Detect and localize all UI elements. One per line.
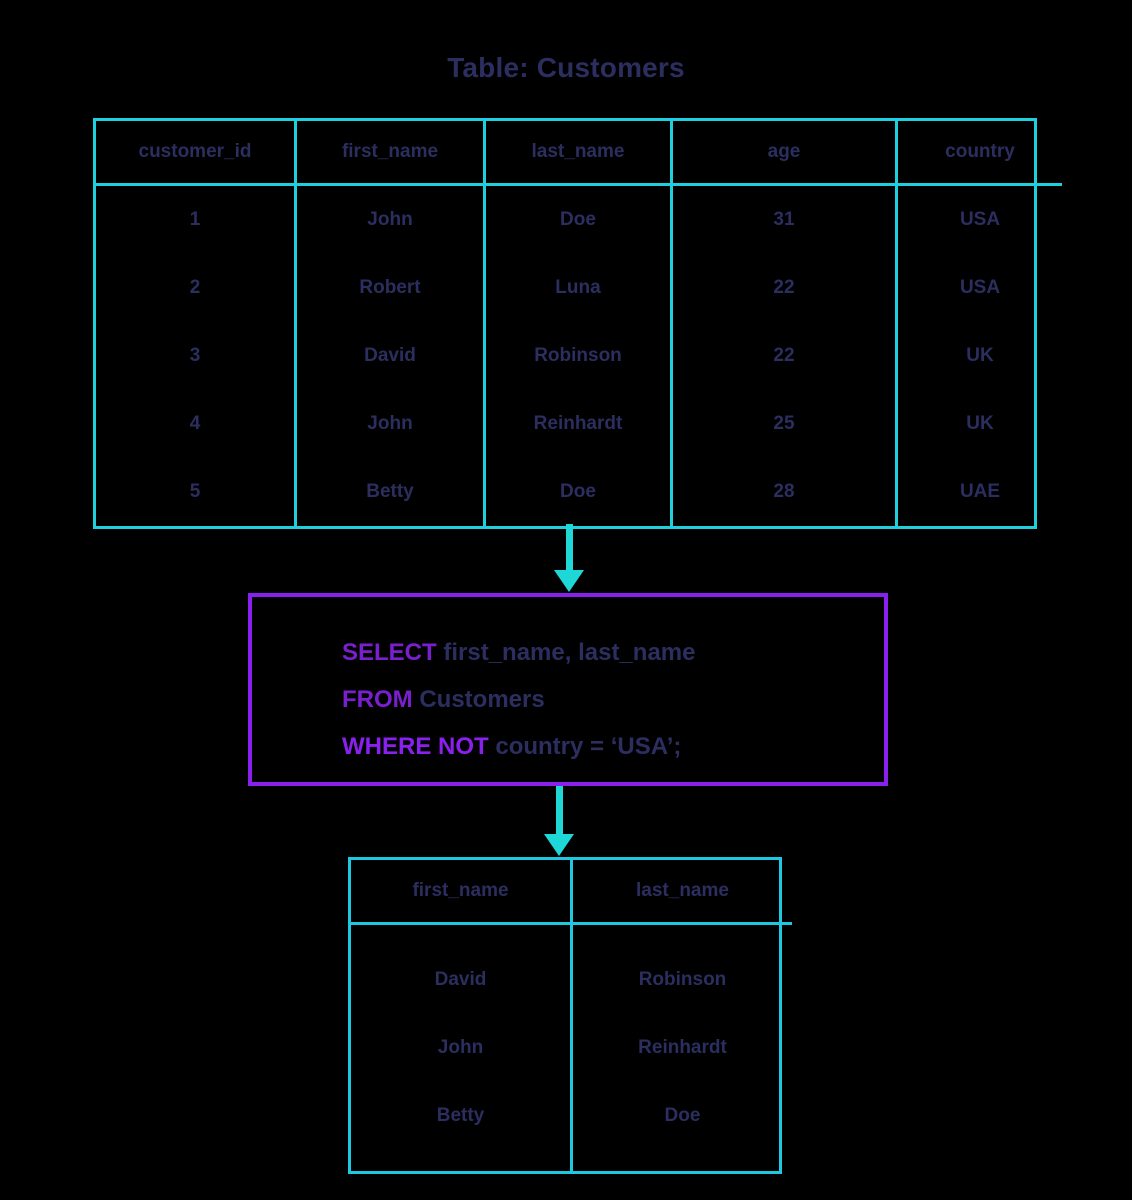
cell-last-name: Robinson	[483, 322, 673, 390]
cell-last-name: Doe	[483, 458, 673, 526]
result-cell-first-name: Betty	[436, 1105, 485, 1126]
result-table: first_name last_name David Robinson John…	[348, 857, 792, 1174]
arrow-head	[544, 834, 574, 856]
cell-customer-id: 5	[96, 458, 297, 526]
keyword-where-not: WHERE NOT	[342, 733, 489, 760]
query-line-select: SELECT first_name, last_name	[342, 629, 884, 676]
result-table-grid: first_name last_name David Robinson John…	[351, 860, 792, 1171]
arrow-shaft	[566, 524, 573, 572]
table-row: 2 Robert Luna 22 USA	[96, 254, 1062, 322]
sql-query-box: SELECT first_name, last_name FROM Custom…	[248, 593, 888, 786]
table-row: 1 John Doe 31 USA	[96, 184, 1062, 254]
cell-age: 22	[670, 322, 898, 390]
column-header-last-name: last_name	[483, 121, 673, 186]
query-condition: country = ‘USA’;	[488, 733, 682, 760]
result-cell-first-name: John	[437, 1037, 484, 1058]
table-row: John Reinhardt	[351, 1014, 792, 1082]
query-table-name: Customers	[412, 686, 545, 713]
source-table: customer_id first_name last_name age cou…	[93, 118, 1062, 529]
result-table-body: David Robinson John Reinhardt Betty Doe	[351, 923, 792, 1171]
query-line-where: WHERE NOT country = ‘USA’;	[342, 723, 884, 770]
arrow-down-icon	[554, 524, 584, 594]
page-title: Table: Customers	[447, 52, 685, 83]
column-header-first-name: first_name	[294, 121, 486, 186]
query-columns: first_name, last_name	[436, 639, 696, 666]
cell-first-name: David	[294, 322, 486, 390]
cell-first-name: John	[294, 390, 486, 458]
table-row: 4 John Reinhardt 25 UK	[96, 390, 1062, 458]
result-column-header-last-name: last_name	[570, 860, 792, 925]
cell-age: 28	[670, 458, 898, 526]
column-header-age: age	[670, 121, 898, 186]
cell-age: 22	[670, 254, 898, 322]
column-header-country: country	[895, 121, 1062, 186]
cell-customer-id: 3	[96, 322, 297, 390]
table-row: Betty Doe	[351, 1082, 792, 1171]
arrow-down-icon	[544, 786, 574, 858]
cell-age: 31	[670, 184, 898, 254]
cell-customer-id: 2	[96, 254, 297, 322]
cell-customer-id: 4	[96, 390, 297, 458]
table-row: 3 David Robinson 22 UK	[96, 322, 1062, 390]
result-cell-first-name: David	[434, 969, 487, 990]
result-table-header-row: first_name last_name	[351, 860, 792, 925]
result-cell-last-name: Robinson	[570, 923, 792, 1014]
source-table-body: 1 John Doe 31 USA 2 Robert Luna 22 USA 3…	[96, 184, 1062, 526]
cell-first-name: Robert	[294, 254, 486, 322]
cell-customer-id: 1	[96, 184, 297, 254]
cell-country: UK	[895, 390, 1062, 458]
cell-country: UK	[895, 322, 1062, 390]
cell-country: USA	[895, 184, 1062, 254]
source-table-header-row: customer_id first_name last_name age cou…	[96, 121, 1062, 186]
keyword-from: FROM	[342, 686, 413, 713]
arrow-shaft	[556, 786, 563, 836]
cell-age: 25	[670, 390, 898, 458]
keyword-select: SELECT	[342, 639, 437, 666]
arrow-head	[554, 570, 584, 592]
result-table-head: first_name last_name	[351, 860, 792, 925]
result-column-header-first-name: first_name	[351, 860, 572, 925]
cell-country: UAE	[895, 458, 1062, 526]
column-header-customer-id: customer_id	[96, 121, 297, 186]
query-line-from: FROM Customers	[342, 676, 884, 723]
cell-last-name: Reinhardt	[483, 390, 673, 458]
source-table-head: customer_id first_name last_name age cou…	[96, 121, 1062, 186]
table-row: David Robinson	[351, 923, 792, 1014]
result-cell-last-name: Reinhardt	[570, 1014, 792, 1082]
cell-last-name: Luna	[483, 254, 673, 322]
source-table-grid: customer_id first_name last_name age cou…	[96, 121, 1062, 526]
cell-first-name: John	[294, 184, 486, 254]
cell-country: USA	[895, 254, 1062, 322]
result-cell-last-name: Doe	[570, 1082, 792, 1171]
cell-first-name: Betty	[294, 458, 486, 526]
cell-last-name: Doe	[483, 184, 673, 254]
table-row: 5 Betty Doe 28 UAE	[96, 458, 1062, 526]
